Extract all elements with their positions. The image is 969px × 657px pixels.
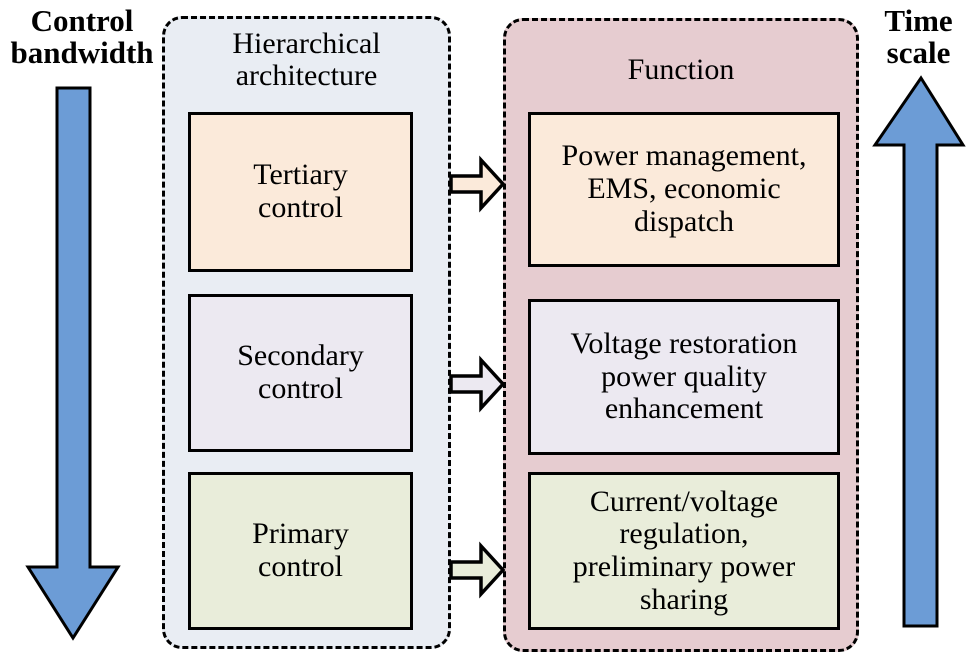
control-bandwidth-label: Control bandwidth [10,3,154,71]
tertiary-connector-arrow [449,155,506,213]
time-scale-label: Time scale [884,3,953,71]
tertiary-control-box: Tertiary control [188,112,413,272]
secondary-control-box: Secondary control [188,294,413,452]
tertiary-function-box: Power management, EMS, economic dispatch [528,112,840,267]
control-bandwidth-down-arrow [25,86,121,641]
secondary-connector-arrow [449,355,506,413]
time-scale-up-arrow [872,75,966,628]
function-panel-title: Function [627,53,735,86]
secondary-function-box: Voltage restoration power quality enhanc… [528,299,840,455]
primary-control-box: Primary control [188,472,413,630]
primary-connector-arrow [449,541,506,599]
architecture-panel-title: Hierarchical architecture [232,27,381,93]
primary-function-box: Current/voltage regulation, preliminary … [528,472,840,630]
